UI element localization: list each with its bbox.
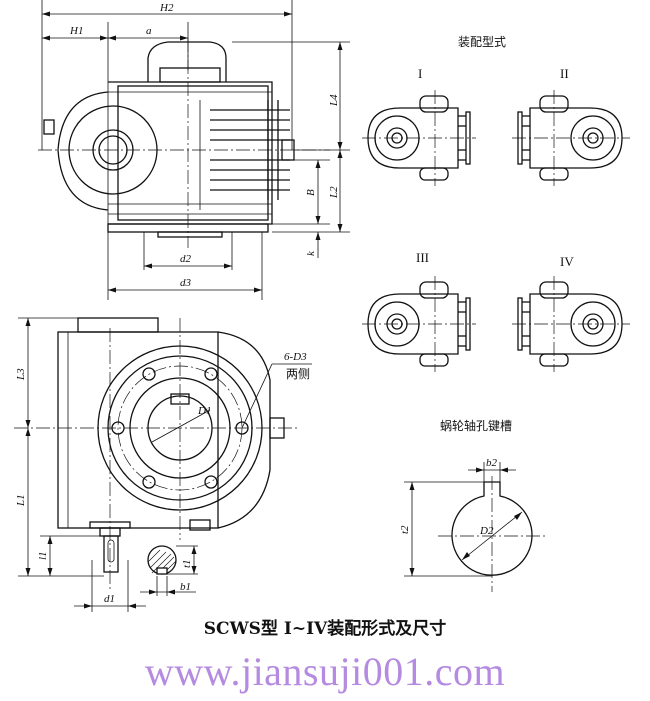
dim-d2: d2 (180, 253, 192, 265)
dim-L3: L3 (15, 368, 27, 381)
type-1-label: I (418, 66, 422, 81)
assembly-type-4: IV (512, 254, 630, 372)
dim-b1: b1 (180, 581, 191, 593)
assembly-type-1: I (362, 66, 476, 186)
dim-d1: d1 (104, 593, 115, 605)
dim-L4: L4 (328, 94, 340, 107)
dim-k: k (305, 250, 317, 256)
assembly-types: 装配型式 I II (362, 35, 630, 372)
dim-d3: d3 (180, 277, 192, 289)
dim-b2: b2 (486, 457, 498, 469)
dim-l1: l1 (37, 551, 49, 560)
dim-H2: H2 (159, 2, 174, 14)
label-both-sides: 两侧 (286, 367, 310, 381)
assembly-type-3: III (362, 250, 476, 372)
dim-L2: L2 (328, 186, 340, 199)
dim-t2: t2 (399, 525, 411, 534)
type-2-label: II (560, 66, 569, 81)
dim-D2: D2 (479, 525, 494, 537)
front-view: H2 H1 a (38, 0, 350, 300)
dim-L1: L1 (15, 494, 27, 507)
dim-t1: t1 (181, 559, 193, 568)
dim-D1: D1 (197, 405, 211, 417)
type-4-label: IV (560, 254, 574, 269)
figure-caption: SCWS型 I~IV装配形式及尺寸 (203, 619, 447, 639)
dim-a: a (146, 25, 152, 37)
dim-H1: H1 (69, 25, 83, 37)
label-holes: 6-D3 (284, 351, 307, 363)
keyway-title: 蜗轮轴孔键槽 (440, 418, 512, 433)
side-view: D1 6-D3 两侧 L3 L1 l1 d1 (14, 317, 312, 612)
assembly-type-2: II (512, 66, 630, 186)
dim-B: B (305, 189, 317, 196)
keyway-detail: 蜗轮轴孔键槽 b2 D2 t2 (399, 418, 548, 592)
type-3-label: III (416, 250, 429, 265)
watermark: www.jiansuji001.com (144, 649, 506, 694)
assembly-title: 装配型式 (458, 35, 506, 49)
